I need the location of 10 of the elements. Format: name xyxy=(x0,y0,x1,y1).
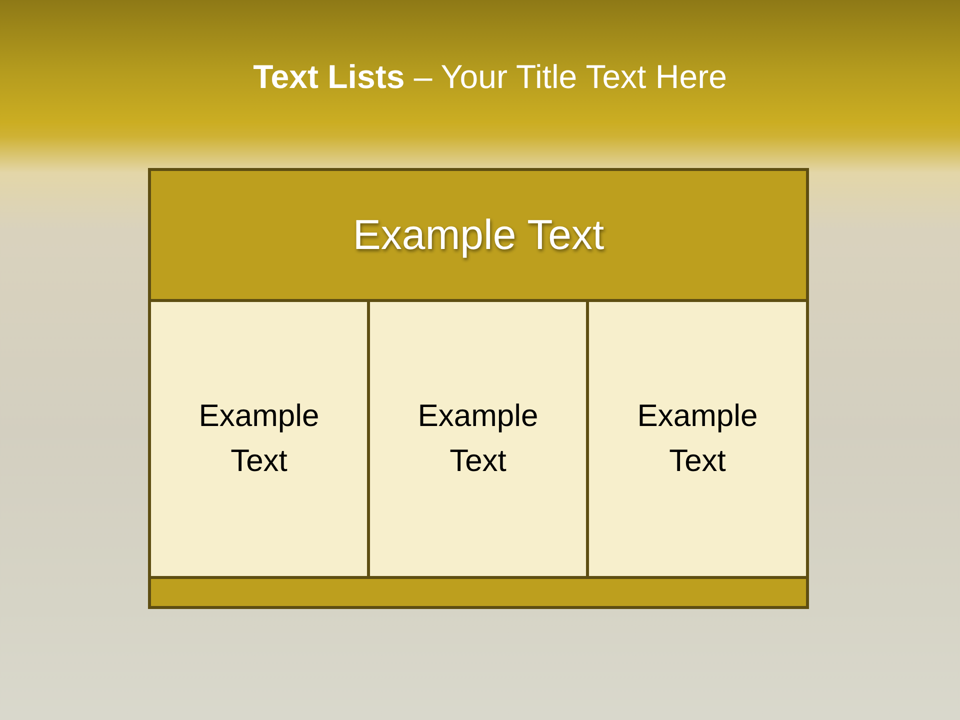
header-box xyxy=(148,168,809,302)
node-label: Example Text xyxy=(636,397,759,480)
text-cell xyxy=(586,299,809,579)
text-cell xyxy=(367,299,589,579)
slide-title: Text Lists – Your Title Text Here xyxy=(252,57,728,97)
node-label: Example Text xyxy=(416,397,540,480)
node-label: Example Text xyxy=(198,397,320,480)
bar-shape xyxy=(148,576,809,609)
text-cell xyxy=(148,299,370,579)
node-label: Example Text xyxy=(352,210,604,260)
